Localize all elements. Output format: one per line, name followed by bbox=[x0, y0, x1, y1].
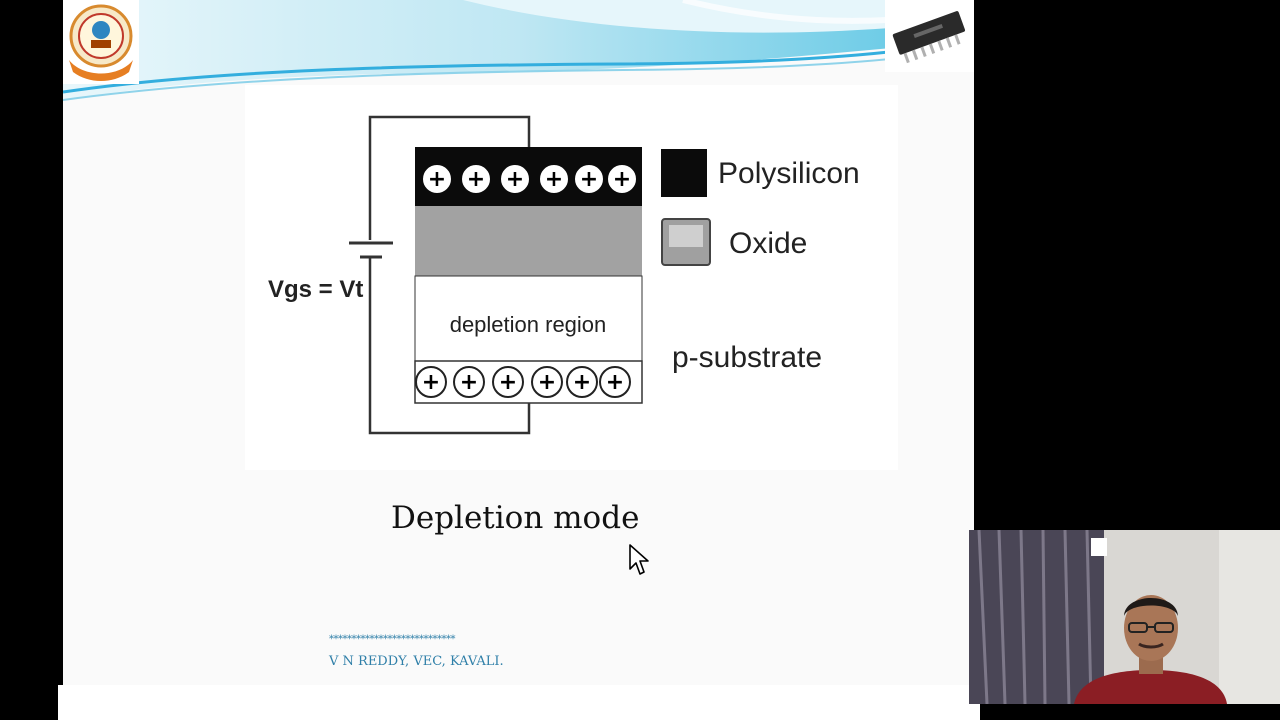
slide-caption: Depletion mode bbox=[391, 500, 640, 536]
gate-positive-charge-circle bbox=[501, 165, 529, 193]
polysilicon-swatch bbox=[661, 149, 707, 197]
substrate-positive-charge-sign: + bbox=[460, 370, 478, 395]
oxide-texture bbox=[415, 206, 642, 276]
gate-positive-charge-sign: + bbox=[613, 167, 631, 192]
college-emblem-icon bbox=[69, 4, 133, 81]
slide-canvas: ++++++ depletion region ++++++ Vgs = Vt … bbox=[63, 0, 974, 685]
oxide-swatch-inner bbox=[669, 225, 703, 247]
presenter-webcam bbox=[969, 530, 1280, 704]
substrate-positive-charge-sign: + bbox=[499, 370, 517, 395]
gate-positive-charge-circle bbox=[423, 165, 451, 193]
voltage-label: Vgs = Vt bbox=[268, 276, 363, 303]
gate-positive-charge-circle bbox=[540, 165, 568, 193]
footer-author: V N REDDY, VEC, KAVALI. bbox=[329, 654, 504, 669]
ic-chip-image bbox=[885, 0, 974, 72]
depletion-region-label: depletion region bbox=[450, 312, 607, 337]
gate-positive-charge-circle bbox=[575, 165, 603, 193]
circuit-wire bbox=[368, 115, 531, 240]
substrate-positive-charge-sign: + bbox=[422, 370, 440, 395]
substrate-positive-charge-sign: + bbox=[573, 370, 591, 395]
gate-positive-charge-circle bbox=[608, 165, 636, 193]
webcam-video-frame bbox=[969, 530, 1280, 704]
substrate-positive-charge-circle bbox=[453, 366, 485, 398]
gate-positive-charge-sign: + bbox=[506, 167, 524, 192]
circuit-wire-lower bbox=[368, 257, 531, 435]
substrate-positive-charge-circle bbox=[531, 366, 563, 398]
depletion-region bbox=[414, 275, 643, 362]
gate-positive-charge-sign: + bbox=[580, 167, 598, 192]
substrate-positive-charge-sign: + bbox=[606, 370, 624, 395]
substrate-positive-charge-circle bbox=[415, 366, 447, 398]
substrate-charges: + + + + + + bbox=[415, 366, 631, 398]
substrate-positive-charge-circle bbox=[492, 366, 524, 398]
oxide-layer bbox=[415, 206, 642, 276]
legend-polysilicon: Polysilicon bbox=[718, 157, 860, 190]
bottom-white-strip bbox=[58, 685, 980, 720]
gate-positive-charge-circle bbox=[462, 165, 490, 193]
mouse-pointer-icon bbox=[629, 544, 649, 575]
mosfet-depletion-diagram: ++++++ depletion region ++++++ Vgs = Vt … bbox=[245, 85, 898, 470]
gate-positive-charge-sign: + bbox=[467, 167, 485, 192]
legend-substrate: p-substrate bbox=[672, 341, 822, 374]
gate-positive-charge-sign: + bbox=[428, 167, 446, 192]
substrate-positive-charge-sign: + bbox=[538, 370, 556, 395]
gate-charges: + + + + + + bbox=[423, 165, 636, 193]
footer-divider-stars: **************************** bbox=[329, 634, 456, 645]
substrate-positive-charge-circle bbox=[599, 366, 631, 398]
gate-positive-charge-sign: + bbox=[545, 167, 563, 192]
college-logo bbox=[63, 0, 139, 84]
legend-oxide: Oxide bbox=[729, 227, 807, 260]
substrate-positive-charge-circle bbox=[566, 366, 598, 398]
ic-chip-icon bbox=[892, 11, 966, 64]
